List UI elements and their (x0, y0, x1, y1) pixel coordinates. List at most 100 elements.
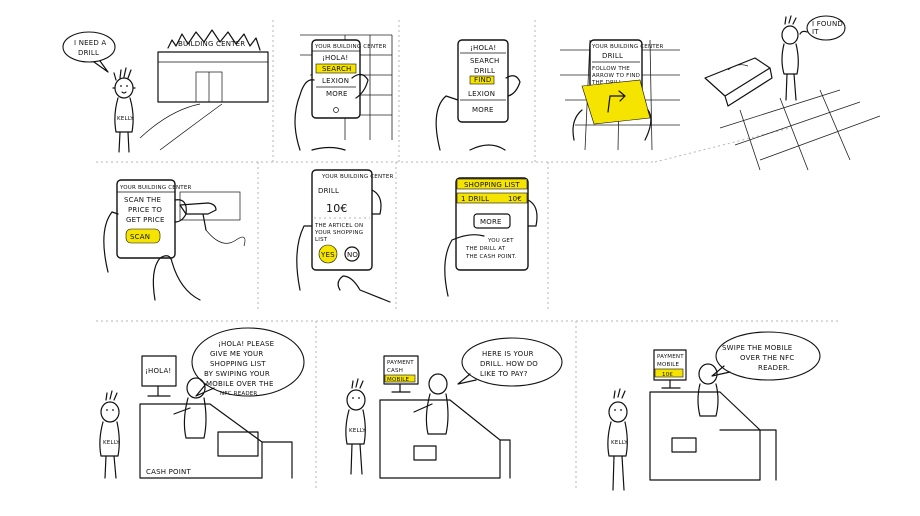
building-sign: BUILDING CENTER (178, 40, 245, 48)
desk-label: CASH POINT (146, 468, 191, 476)
screen-text: ¡HOLA! (145, 367, 171, 375)
speech-line: GIVE ME YOUR (210, 350, 263, 358)
app-header: YOUR BUILDING CENTER (591, 44, 664, 50)
cash-register-screen (383, 355, 419, 385)
speech-bubble (461, 337, 563, 387)
app-header: YOUR BUILDING CENTER (119, 185, 192, 191)
shirt-name: KELLY (611, 440, 628, 446)
note-line: THE DRILL AT (465, 246, 506, 252)
speech-line: READER. (758, 364, 790, 372)
shirt-name: KELLY (349, 428, 366, 434)
cashier (697, 363, 719, 417)
more-button[interactable]: MORE (480, 218, 502, 226)
menu-item: LEXION (322, 77, 349, 85)
speech-line: SHOPPING LIST (210, 360, 266, 368)
note-line: YOU GET (487, 238, 514, 244)
question-line: THE ARTICEL ON (314, 223, 363, 229)
menu-item: ¡HOLA! (322, 54, 348, 62)
instruction-line: ARROW TO FIND (592, 73, 640, 79)
speech-line: NFC READER (220, 391, 257, 397)
panel-1-need-drill: I NEED A DRILL KELLY BUILDING CENTER (62, 29, 269, 153)
drill-tool (179, 202, 217, 231)
panel-separators (96, 20, 840, 490)
panel-9-cash-point-greeting: ¡HOLA! PLEASE GIVE ME YOUR SHOPPING LIST… (99, 327, 305, 479)
find-button[interactable]: FIND (474, 76, 492, 84)
counter (649, 391, 777, 481)
speech-line: HERE IS YOUR (482, 350, 534, 358)
scan-button[interactable]: SCAN (130, 233, 150, 241)
cash-register-screen (141, 355, 177, 387)
panel-8-shopping-list: SHOPPING LIST 1 DRILL 10€ MORE YOU GET T… (444, 177, 538, 297)
speech-bubble (191, 327, 305, 397)
price-text: 10€ (326, 202, 348, 215)
drill-on-shelf (727, 64, 749, 71)
speech-line: LIKE TO PAY? (480, 370, 528, 378)
menu-item-search[interactable]: SEARCH (322, 65, 352, 73)
product-title: DRILL (602, 52, 623, 60)
cashier (173, 377, 207, 439)
speech-bubble (806, 15, 846, 41)
speech-line: MOBILE OVER THE (206, 380, 274, 388)
menu-item: more (326, 90, 348, 98)
menu-item: SEARCH (470, 57, 500, 65)
screen-text: PAYMENT (657, 354, 684, 360)
question-line: YOUR SHOPPING (314, 230, 363, 236)
list-item-name: 1 DRILL (461, 195, 489, 203)
person-kelly: KELLY (99, 390, 120, 479)
speech-line: DRILL (78, 49, 99, 57)
building-center: BUILDING CENTER (139, 29, 269, 151)
speech-bubble (62, 31, 116, 63)
note-line: THE CASH POINT. (465, 254, 517, 260)
panel-10-payment-options: HERE IS YOUR DRILL. HOW DO LIKE TO PAY? … (345, 337, 563, 479)
instruction-line: THE DRILL (591, 80, 623, 86)
app-header: YOUR BUILDING CENTER (314, 44, 387, 50)
shirt-name: KELLY (117, 116, 134, 122)
menu-item: more (472, 106, 494, 114)
phone (311, 39, 361, 119)
person-kelly: KELLY (112, 67, 136, 153)
person-kelly: KELLY (345, 378, 366, 475)
speech-line: I FOUND (812, 20, 843, 28)
product-title: DRILL (318, 187, 339, 195)
app-header: YOUR BUILDING CENTER (321, 174, 394, 180)
question-line: LIST (315, 237, 328, 243)
person-kelly: KELLY (607, 388, 628, 491)
screen-text: CASH (387, 368, 403, 374)
no-button[interactable]: NO (347, 251, 358, 259)
panel-2-phone-menu: YOUR BUILDING CENTER ¡HOLA! SEARCH LEXIO… (294, 34, 393, 151)
speech-line: IT (812, 28, 819, 36)
arrow-panel (581, 79, 651, 125)
screen-text: PAYMENT (387, 360, 414, 366)
panel-5-found-drill: I FOUND IT (704, 15, 881, 171)
counter (139, 403, 293, 479)
speech-line: DRILL. HOW DO (480, 360, 538, 368)
screen-text: MOBILE (657, 362, 680, 368)
menu-item: LEXION (468, 90, 495, 98)
panel-4-arrow-guide: YOUR BUILDING CENTER DRILL FOLLOW THE AR… (560, 39, 680, 151)
speech-line: BY SWIPING YOUR (204, 370, 270, 378)
speech-line: ¡HOLA! PLEASE (218, 340, 274, 348)
speech-bubble (715, 331, 821, 381)
panel-3-search-drill: ¡HOLA! SEARCH drill FIND LEXION more (435, 39, 521, 151)
speech-line: OVER THE NFC (740, 354, 794, 362)
screen-amount: 10€ (662, 372, 673, 378)
panel-11-swipe-nfc: SWIPE THE MOBILE OVER THE NFC READER. PA… (607, 331, 821, 491)
counter (379, 399, 511, 479)
search-value[interactable]: drill (474, 67, 495, 75)
speech-line: I NEED A (74, 39, 106, 47)
drill-box (671, 437, 697, 453)
turn-right-arrow-icon (607, 90, 626, 113)
shirt-name: KELLY (103, 440, 120, 446)
scan-text: SCAN THE (124, 196, 161, 204)
panel-6-scan-price: YOUR BUILDING CENTER SCAN THE PRICE TO G… (103, 179, 246, 301)
list-header: SHOPPING LIST (464, 181, 520, 189)
screen-option-mobile: MOBILE (387, 377, 410, 383)
person-kelly (781, 15, 799, 101)
list-item-price: 10€ (508, 195, 522, 203)
scan-text: PRICE TO (128, 206, 162, 214)
yes-button[interactable]: YES (320, 251, 335, 259)
panel-7-add-to-list: YOUR BUILDING CENTER DRILL 10€ THE ARTIC… (296, 169, 394, 303)
instruction-line: FOLLOW THE (592, 66, 630, 72)
menu-item: ¡HOLA! (470, 44, 496, 52)
